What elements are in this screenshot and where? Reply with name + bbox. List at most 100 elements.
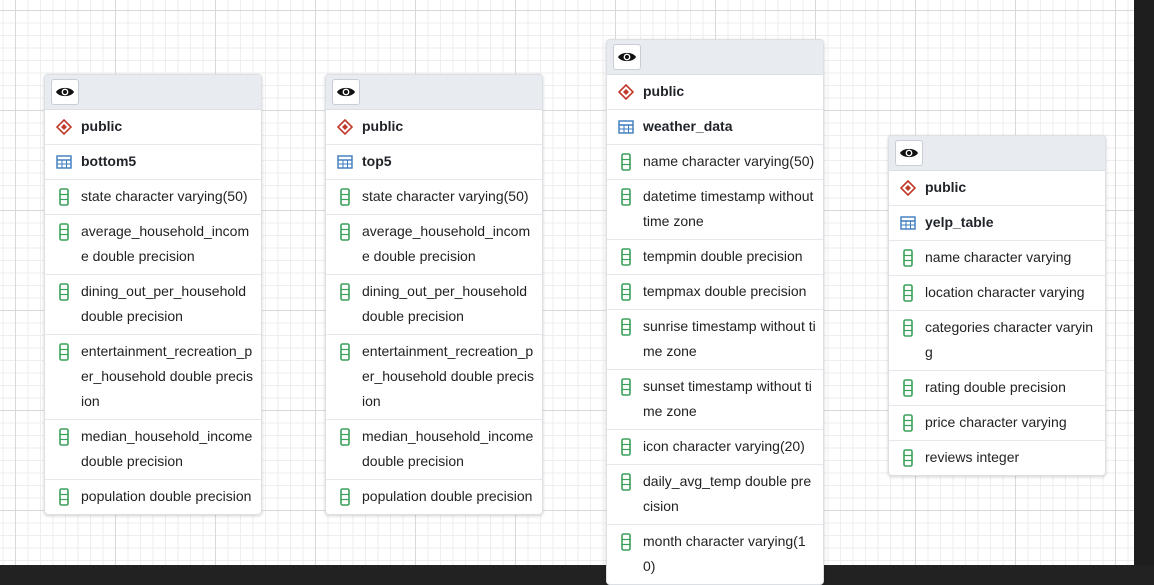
schema-row[interactable]: public	[607, 75, 823, 110]
column-row-label: average_household_income double precisio…	[362, 223, 531, 264]
toggle-visibility-button[interactable]	[51, 79, 79, 105]
column-icon	[617, 314, 635, 339]
column-row[interactable]: reviews integer	[889, 441, 1105, 475]
schema-diamond-icon	[55, 114, 73, 139]
column-row[interactable]: population double precision	[326, 480, 542, 514]
table-name-row[interactable]: top5	[326, 145, 542, 180]
schema-diamond-icon	[617, 79, 635, 104]
column-icon	[55, 279, 73, 304]
column-row-label: icon character varying(20)	[643, 438, 805, 454]
table-node-header	[326, 75, 542, 110]
schema-diamond-icon	[899, 175, 917, 200]
column-icon	[899, 445, 917, 470]
table-name-row[interactable]: yelp_table	[889, 206, 1105, 241]
column-icon	[899, 245, 917, 270]
column-row-label: daily_avg_temp double precision	[643, 473, 812, 514]
column-icon	[336, 184, 354, 209]
column-row-label: datetime timestamp without time zone	[643, 188, 814, 229]
column-icon	[55, 184, 73, 209]
column-row-label: tempmax double precision	[643, 283, 807, 299]
column-row[interactable]: tempmin double precision	[607, 240, 823, 275]
table-node[interactable]: public top5 state character varying(50) ave…	[325, 74, 543, 515]
column-row-label: sunset timestamp without time zone	[643, 378, 812, 419]
table-grid-icon	[617, 114, 635, 139]
column-icon	[899, 280, 917, 305]
eye-icon	[55, 85, 75, 99]
column-row-label: location character varying	[925, 284, 1085, 300]
schema-row-label: public	[362, 118, 404, 134]
column-row-label: sunrise timestamp without time zone	[643, 318, 816, 359]
schema-row-label: public	[925, 179, 967, 195]
column-row[interactable]: state character varying(50)	[45, 180, 261, 215]
column-row-label: month character varying(10)	[643, 533, 806, 574]
table-node-header	[45, 75, 261, 110]
toggle-visibility-button[interactable]	[895, 140, 923, 166]
column-row[interactable]: median_household_income double precision	[45, 420, 261, 480]
column-icon	[336, 424, 354, 449]
schema-row[interactable]: public	[45, 110, 261, 145]
column-row-label: name character varying(50)	[643, 153, 815, 169]
column-icon	[336, 279, 354, 304]
column-row-label: median_household_income double precision	[362, 428, 534, 469]
column-icon	[55, 339, 73, 364]
toggle-visibility-button[interactable]	[613, 44, 641, 70]
table-node[interactable]: public bottom5 state character varying(50)…	[44, 74, 262, 515]
table-name-row-label: top5	[362, 153, 392, 169]
column-icon	[336, 339, 354, 364]
column-row[interactable]: median_household_income double precision	[326, 420, 542, 480]
column-icon	[899, 410, 917, 435]
column-row[interactable]: sunrise timestamp without time zone	[607, 310, 823, 370]
table-grid-icon	[336, 149, 354, 174]
column-row[interactable]: state character varying(50)	[326, 180, 542, 215]
column-icon	[617, 469, 635, 494]
table-node-header	[889, 136, 1105, 171]
column-row[interactable]: average_household_income double precisio…	[45, 215, 261, 275]
column-row-label: price character varying	[925, 414, 1067, 430]
table-name-row[interactable]: bottom5	[45, 145, 261, 180]
column-row[interactable]: tempmax double precision	[607, 275, 823, 310]
toggle-visibility-button[interactable]	[332, 79, 360, 105]
table-name-row-label: bottom5	[81, 153, 137, 169]
column-row[interactable]: population double precision	[45, 480, 261, 514]
column-row[interactable]: sunset timestamp without time zone	[607, 370, 823, 430]
column-icon	[617, 374, 635, 399]
column-row-label: dining_out_per_household double precisio…	[81, 283, 247, 324]
column-row[interactable]: name character varying(50)	[607, 145, 823, 180]
column-row[interactable]: entertainment_recreation_per_household d…	[326, 335, 542, 420]
column-row[interactable]: icon character varying(20)	[607, 430, 823, 465]
column-row-label: median_household_income double precision	[81, 428, 253, 469]
eye-icon	[336, 85, 356, 99]
column-row[interactable]: dining_out_per_household double precisio…	[45, 275, 261, 335]
column-icon	[617, 279, 635, 304]
column-row[interactable]: name character varying	[889, 241, 1105, 276]
column-icon	[617, 149, 635, 174]
table-node-header	[607, 40, 823, 75]
column-icon	[617, 244, 635, 269]
table-name-row[interactable]: weather_data	[607, 110, 823, 145]
column-row[interactable]: location character varying	[889, 276, 1105, 311]
column-row[interactable]: average_household_income double precisio…	[326, 215, 542, 275]
column-row[interactable]: rating double precision	[889, 371, 1105, 406]
column-icon	[899, 315, 917, 340]
column-icon	[899, 375, 917, 400]
eye-icon	[899, 146, 919, 160]
column-icon	[336, 219, 354, 244]
column-row[interactable]: price character varying	[889, 406, 1105, 441]
table-grid-icon	[55, 149, 73, 174]
schema-row[interactable]: public	[326, 110, 542, 145]
table-name-row-label: weather_data	[643, 118, 733, 134]
column-row[interactable]: daily_avg_temp double precision	[607, 465, 823, 525]
column-row[interactable]: entertainment_recreation_per_household d…	[45, 335, 261, 420]
column-row[interactable]: month character varying(10)	[607, 525, 823, 584]
column-icon	[617, 184, 635, 209]
column-row-label: rating double precision	[925, 379, 1066, 395]
column-row[interactable]: datetime timestamp without time zone	[607, 180, 823, 240]
column-row-label: entertainment_recreation_per_household d…	[362, 343, 535, 409]
table-name-row-label: yelp_table	[925, 214, 994, 230]
column-row[interactable]: dining_out_per_household double precisio…	[326, 275, 542, 335]
schema-row[interactable]: public	[889, 171, 1105, 206]
column-row[interactable]: categories character varying	[889, 311, 1105, 371]
